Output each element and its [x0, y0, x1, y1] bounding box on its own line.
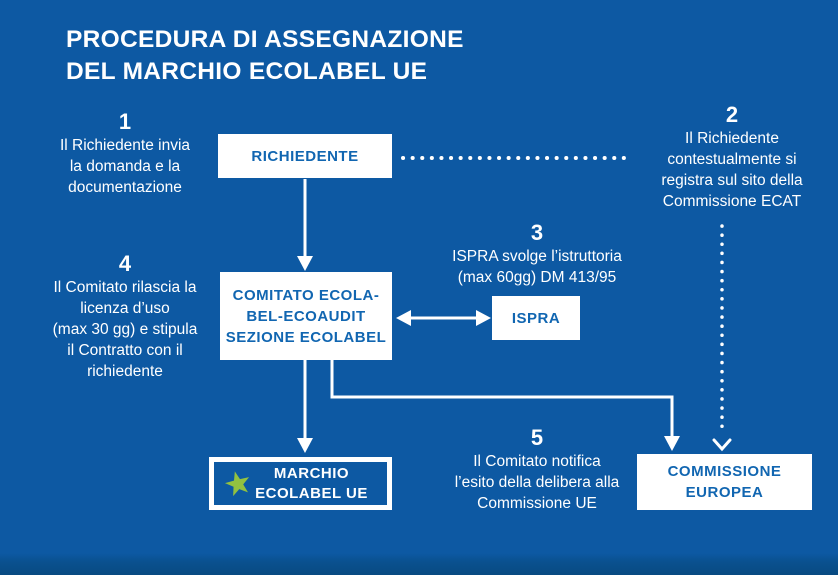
dotted-arrow-ecat-to-commissione — [712, 224, 732, 452]
step-5-text: Il Comitato notifica l’esito della delib… — [454, 453, 620, 512]
node-comitato-label: COMITATO ECOLA- BEL-ECOAUDIT SEZIONE ECO… — [225, 286, 387, 346]
step-1-number: 1 — [118, 109, 132, 134]
step-5-number: 5 — [530, 425, 544, 450]
step-4-text: Il Comitato rilascia la licenza d’uso (m… — [52, 279, 198, 380]
node-commissione-label: COMMISSIONE EUROPEA — [667, 463, 782, 501]
step-3-text: ISPRA svolge l’istruttoria (max 60gg) DM… — [452, 248, 622, 286]
node-marchio-ecolabel-ue: MARCHIO ECOLABEL UE — [209, 457, 392, 510]
node-comitato-ecolabel-ecoaudit: COMITATO ECOLA- BEL-ECOAUDIT SEZIONE ECO… — [220, 272, 392, 360]
step-2-annotation: 2 Il Richiedente contestualmente si regi… — [632, 103, 832, 212]
step-3-number: 3 — [530, 220, 544, 245]
step-1-text: Il Richiedente invia la domanda e la doc… — [59, 137, 191, 196]
arrow-richiedente-to-comitato — [297, 179, 313, 271]
step-5-annotation: 5 Il Comitato notifica l’esito della del… — [437, 426, 637, 514]
step-4-number: 4 — [118, 251, 132, 276]
step-2-number: 2 — [725, 102, 739, 127]
node-ispra: ISPRA — [492, 296, 580, 340]
arrow-comitato-ispra-bidirectional — [396, 310, 491, 326]
ecolabel-star-icon — [224, 470, 252, 498]
node-marchio-label: MARCHIO ECOLABEL UE — [255, 464, 368, 502]
node-richiedente-label: RICHIEDENTE — [251, 147, 359, 165]
arrow-comitato-to-marchio — [297, 360, 313, 453]
step-4-annotation: 4 Il Comitato rilascia la licenza d’uso … — [43, 252, 207, 382]
page-title: PROCEDURA DI ASSEGNAZIONE DEL MARCHIO EC… — [66, 26, 464, 85]
node-ispra-label: ISPRA — [511, 309, 561, 327]
step-3-annotation: 3 ISPRA svolge l’istruttoria (max 60gg) … — [437, 221, 637, 288]
node-commissione-europea: COMMISSIONE EUROPEA — [637, 454, 812, 510]
step-1-annotation: 1 Il Richiedente invia la domanda e la d… — [43, 110, 207, 198]
step-2-text: Il Richiedente contestualmente si regist… — [661, 130, 803, 210]
node-richiedente: RICHIEDENTE — [218, 134, 392, 178]
